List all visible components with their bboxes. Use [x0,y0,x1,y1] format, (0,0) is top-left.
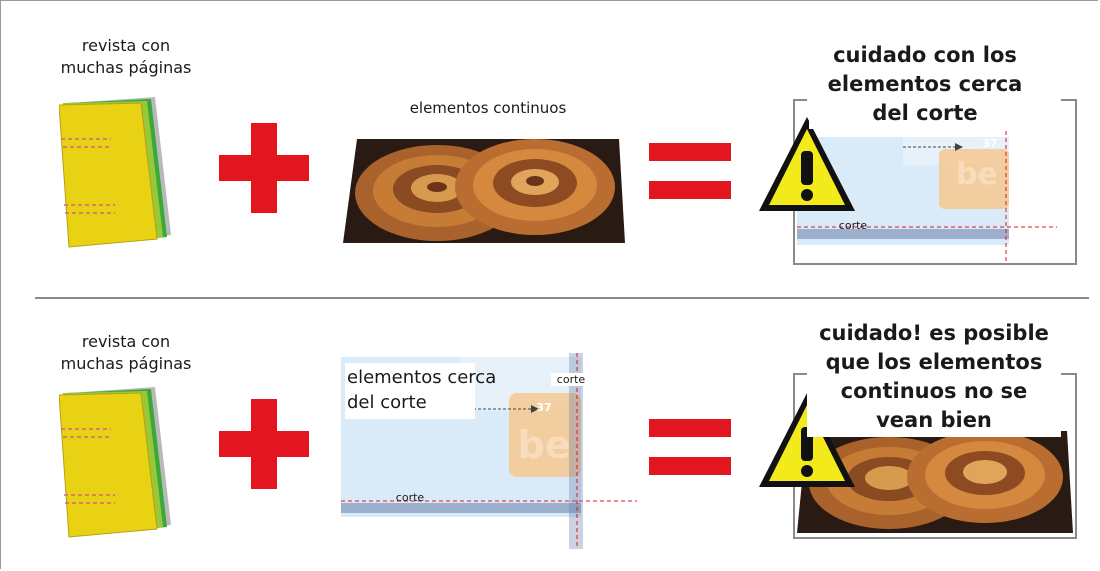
top-frame-top-left [793,99,807,101]
bottom-magazine-label: revista con muchas páginas [60,332,192,373]
top-plus-sign [219,123,309,213]
bottom-corte-bottom-label: corte [395,491,425,504]
bottom-magazine-illustration [59,385,179,545]
bottom-plus-sign [219,399,309,489]
top-photo-label: elementos continuos [409,99,567,117]
bottom-warning-label: cuidado! es posible que los elementos co… [819,321,1049,432]
top-corte-label: corte [838,219,868,232]
top-magazine-illustration [59,95,179,255]
top-page-number: 37 [982,137,998,150]
bottom-warning-icon [755,389,859,493]
bottom-frame-top-right [1061,373,1077,375]
bottom-equals-sign [649,419,731,475]
bottom-page-label: elementos cerca del corte [347,367,497,413]
top-warning-caption-bg [809,41,1045,129]
bottom-page-caption-bg [345,363,475,419]
bottom-pastry-photo [797,427,1073,535]
bottom-corte-top-label: corte [551,373,591,386]
bottom-big-letters: be [517,423,571,467]
top-frame-top-right [1061,99,1077,101]
bottom-warning-caption-bg [807,319,1061,437]
top-pastry-photo [343,133,625,245]
bottom-frame-top-left [793,373,807,375]
top-warning-label: cuidado con los elementos cerca del cort… [827,43,1023,125]
top-equals-sign [649,143,731,199]
row-divider [35,297,1089,299]
top-warning-icon [755,113,859,217]
top-magazine-label: revista con muchas páginas [60,36,192,77]
top-big-letters: be [956,157,998,192]
bottom-page-number: 37 [536,401,552,414]
